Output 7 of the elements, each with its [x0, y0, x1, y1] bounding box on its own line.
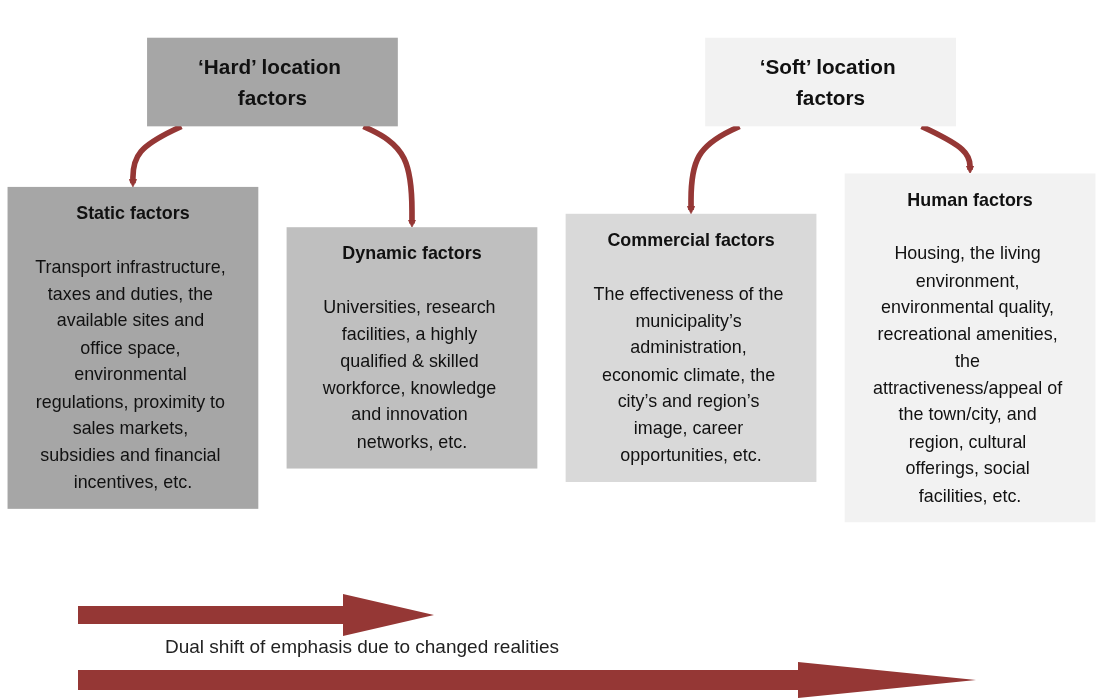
node-box: Commercial factors The effectiveness of the municipality’s administration, economic climate, the city’s and region’s image, career opportunities, etc.	[565, 213, 817, 482]
node-box: Dynamic factors Universities, research facilities, a highly qualified & skilled workforce, knowledge and innovation networks, etc.	[286, 227, 538, 469]
node-box: ‘Hard’ location factors	[147, 37, 398, 127]
node-box: ‘Soft’ location factors	[705, 37, 956, 127]
caption-text: Dual shift of emphasis due to changed realities	[165, 636, 559, 658]
node-box: Human factors Housing, the living environment, environmental quality, recreational amenities, the attractiveness/appeal of the town/city, and region, cultural offerings, social facilities, etc.	[844, 173, 1096, 523]
node-box: Static factors Transport infrastructure, taxes and duties, the available sites and office space, environmental regulations, proximity to sales markets, subsidies and financial incentives, etc.	[7, 186, 259, 509]
